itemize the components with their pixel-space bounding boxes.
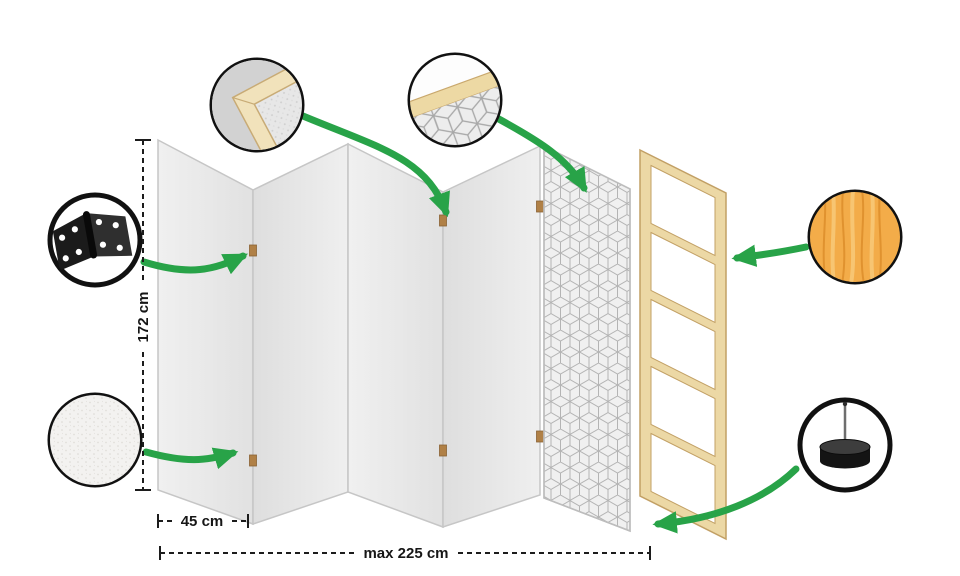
printed-panel [543,144,631,533]
callout-hinge [47,192,143,288]
callout-fleece [47,392,143,488]
callout-printed-fabric [407,52,503,148]
hinge-mark [439,214,447,227]
frame-openings [650,164,716,525]
hinge-mark [439,444,447,457]
screen-panel-2 [252,142,349,526]
arrows [140,112,810,534]
hinge-icon [52,211,133,271]
screen-panel-4 [442,144,541,529]
hinge-mark [249,454,257,467]
dimension-max-width: max 225 cm [159,545,651,562]
printed-fabric-corner-icon [410,55,500,145]
foot-icon [819,401,871,469]
arrow-printed-fabric [493,114,588,193]
hinge-mark [536,430,544,443]
fleece-texture-icon [50,395,140,485]
arrow-frame-corner [299,112,450,218]
height-label: 172 cm [135,292,152,343]
dimension-height: 172 cm [135,139,152,491]
arrow-foot [652,465,800,534]
dimension-panel-width: 45 cm [157,513,249,530]
callout-foot [797,397,893,493]
panel-width-label: 45 cm [181,513,224,530]
hinge-mark [249,244,257,257]
arrow-hinge [140,252,249,275]
folding-screen [157,138,544,529]
frame-corner-icon [212,60,302,150]
wooden-frame [639,148,727,541]
max-width-label: max 225 cm [363,545,448,562]
screen-panel-1 [157,138,254,526]
arrow-fleece [142,447,239,470]
callout-frame-corner [209,57,305,153]
screen-panel-3 [347,142,444,529]
hinge-mark [536,200,544,213]
geometric-print [544,146,630,531]
arrow-wood [731,243,810,267]
callout-wood [807,189,903,285]
